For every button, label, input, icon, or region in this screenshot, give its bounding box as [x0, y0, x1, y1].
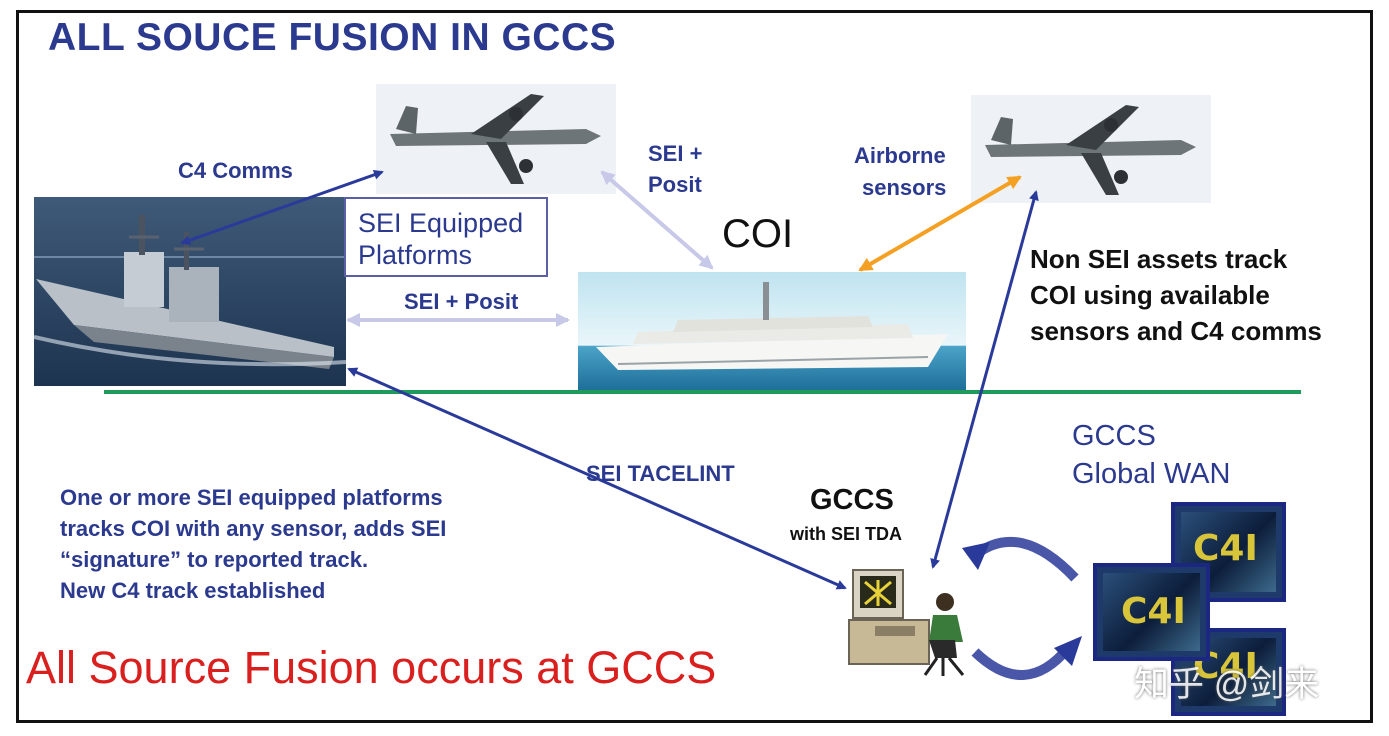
non-sei-assets-text: Non SEI assets track COI using available… — [1030, 241, 1322, 349]
label-sei-posit-mid: SEI + Posit — [404, 289, 519, 314]
gccs-global-wan-label: GCCS Global WAN — [1072, 417, 1230, 493]
patrol-aircraft-photo-right — [971, 95, 1211, 203]
gccs-wan-line-1: GCCS — [1072, 420, 1156, 452]
label-sei-posit-top-1: SEI + — [648, 141, 703, 166]
c4i-screen-middle: C4I — [1093, 563, 1210, 661]
label-airborne-1: Airborne — [854, 143, 946, 168]
arrow-curve-upper — [971, 536, 1079, 582]
arrow-sei-posit-top — [600, 170, 714, 270]
arrow-curve-lower — [971, 644, 1072, 680]
label-airborne-2: sensors — [862, 175, 947, 200]
label-gccs-sub: with SEI TDA — [790, 524, 902, 544]
arrow-c4-comms — [180, 169, 384, 246]
c4i-screen-bottom: C4I — [1171, 628, 1286, 716]
label-c4-comms: C4 Comms — [178, 158, 293, 183]
c4i-label-middle: C4I — [1121, 591, 1186, 632]
desc-line-4: New C4 track established — [60, 578, 326, 603]
non-sei-line-3: sensors and C4 comms — [1030, 316, 1322, 346]
watermark: 知乎 @剑来 — [1134, 665, 1320, 704]
gccs-workstation-icon — [848, 569, 965, 676]
page-title: ALL SOUCE FUSION IN GCCS — [48, 16, 617, 59]
label-sei-tacelint: SEI TACELINT — [586, 461, 735, 486]
desc-line-2: tracks COI with any sensor, adds SEI — [60, 516, 447, 541]
c4i-label-top: C4I — [1193, 528, 1258, 569]
gccs-wan-line-2: Global WAN — [1072, 458, 1231, 490]
c4i-screen-top: C4I — [1171, 502, 1286, 602]
sei-box-line-2: Platforms — [358, 240, 473, 270]
patrol-aircraft-photo-left — [376, 84, 616, 194]
non-sei-line-1: Non SEI assets track — [1030, 244, 1288, 274]
arrow-gccs-aircraft — [930, 190, 1039, 569]
label-sei-posit-top-2: Posit — [648, 172, 702, 197]
non-sei-line-2: COI using available — [1030, 280, 1270, 310]
desc-line-1: One or more SEI equipped platforms — [60, 485, 443, 510]
label-gccs: GCCS — [810, 484, 894, 516]
desc-line-3: “signature” to reported track. — [60, 547, 369, 572]
sei-equipped-platforms-box: SEI Equipped Platforms — [344, 197, 548, 277]
description-text: One or more SEI equipped platforms track… — [60, 482, 446, 606]
fusion-statement: All Source Fusion occurs at GCCS — [26, 642, 717, 693]
arrow-sei-tacelint — [347, 367, 847, 590]
sei-box-line-1: SEI Equipped — [358, 208, 524, 238]
label-coi: COI — [722, 212, 794, 256]
